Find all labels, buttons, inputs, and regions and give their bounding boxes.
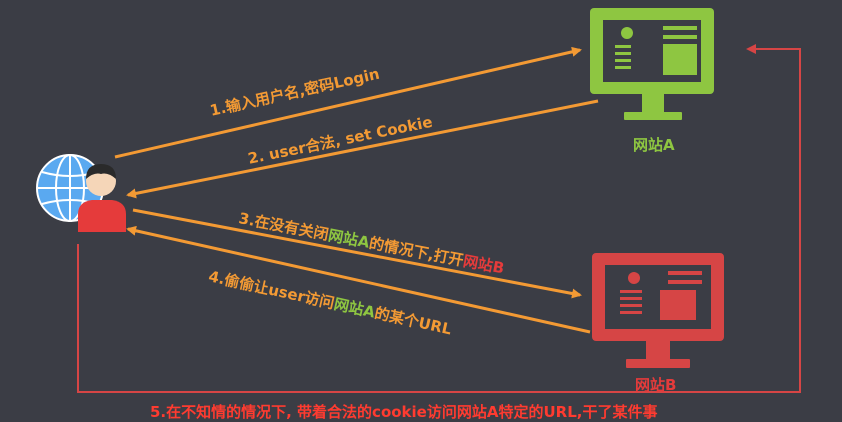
site-a-label: 网站A: [633, 136, 675, 154]
step5-loop-arrow: [77, 44, 801, 393]
site-a-monitor-icon: [590, 8, 714, 120]
step2-arrow: [126, 99, 599, 199]
step5-label: 5.在不知情的情况下, 带着合法的cookie访问网站A特定的URL,干了某件事: [150, 403, 658, 421]
step1-arrow: [114, 46, 582, 159]
step4-arrow: [126, 225, 591, 334]
site-b-monitor-icon: [592, 253, 724, 368]
step3-arrow: [132, 208, 582, 299]
user-globe-icon: [36, 154, 126, 232]
site-b-label: 网站B: [635, 376, 677, 394]
